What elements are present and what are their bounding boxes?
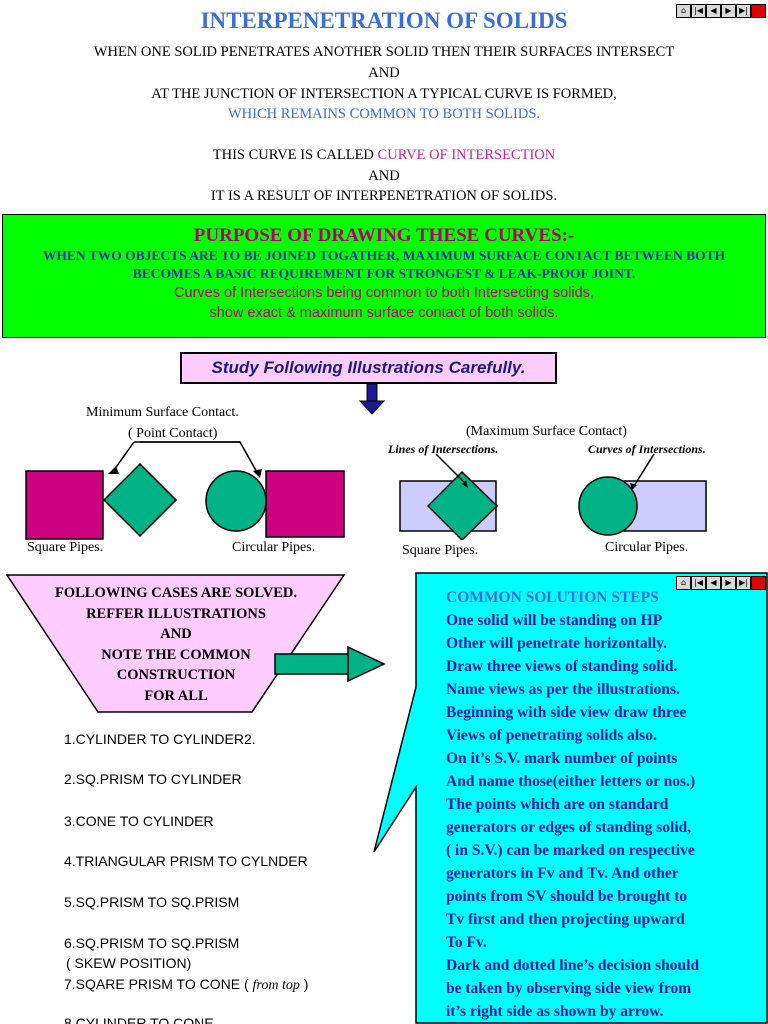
page-title: INTERPENETRATION OF SOLIDS (200, 8, 568, 33)
first-icon[interactable]: |◀ (691, 576, 706, 590)
max-contact-label: (Maximum Surface Contact) (466, 424, 627, 439)
solution-line: Views of penetrating solids also. (446, 727, 657, 744)
intro-line-3: AT THE JUNCTION OF INTERSECTION A TYPICA… (151, 86, 617, 102)
circular-pipes-label-1: Circular Pipes. (232, 540, 316, 555)
cases-box-shape (6, 574, 346, 713)
case-8: 8.CYLINDER TO CONE (64, 1015, 214, 1024)
solution-line: points from SV should be brought to (446, 888, 688, 905)
solution-heading: COMMON SOLUTION STEPS (446, 589, 659, 606)
curves-of-intersections-label: Curves of Intersections. (588, 442, 706, 456)
solution-line: be taken by observing side view from (446, 980, 692, 997)
intro-line-2: AND (368, 65, 400, 81)
case-4: 4.TRIANGULAR PRISM TO CYLNDER (64, 853, 308, 869)
intro-line-1: WHEN ONE SOLID PENETRATES ANOTHER SOLID … (93, 44, 675, 60)
solution-line: Beginning with side view draw three (446, 704, 687, 721)
cases-box-text: FOLLOWING CASES ARE SOLVED. REFFER ILLUS… (6, 583, 346, 706)
purpose-line-1: WHEN TWO OBJECTS ARE TO BE JOINED TOGATH… (42, 248, 726, 263)
circular-pipes-label-2: Circular Pipes. (605, 540, 689, 555)
cases-box-line-3: AND (160, 626, 192, 642)
illustrations-figure (25, 441, 707, 540)
last-icon[interactable]: ▶| (736, 576, 751, 590)
case-6-sub: ( SKEW POSITION) (66, 955, 192, 971)
solution-line: Draw three views of standing solid. (446, 658, 678, 675)
max-square-pipe-diamond (426, 470, 499, 540)
intro-line-7: IT IS A RESULT OF INTERPENETRATION OF SO… (210, 188, 558, 204)
intro-line-5: THIS CURVE IS CALLED CURVE OF INTERSECTI… (0, 145, 768, 166)
solution-line: it’s right side as shown by arrow. (446, 1003, 664, 1020)
purpose-line-2: BECOMES A BASIC REQUIREMENT FOR STRONGES… (132, 266, 636, 281)
stop-icon[interactable] (751, 4, 766, 18)
solution-line: generators or edges of standing solid, (446, 819, 692, 836)
solution-callout-shape (373, 572, 768, 1024)
stop-icon[interactable] (751, 576, 766, 590)
square-pipe-diamond (102, 462, 178, 538)
cases-box-line-1: FOLLOWING CASES ARE SOLVED. (54, 585, 297, 601)
purpose-title: PURPOSE OF DRAWING THESE CURVES:- (193, 225, 575, 246)
circular-pipe-circle (205, 470, 267, 532)
solution-line: On it’s S.V. mark number of points (446, 750, 678, 767)
solution-line: generators in Fv and Tv. And other (446, 865, 679, 882)
curve-of-intersection-text: CURVE OF INTERSECTION (377, 147, 556, 163)
case-7-italic: from top (252, 978, 300, 993)
right-arrow-icon (274, 645, 386, 683)
next-icon[interactable]: ▶ (721, 4, 736, 18)
solution-line: Dark and dotted line’s decision should (446, 957, 700, 974)
solution-line: Other will penetrate horizontally. (446, 635, 667, 652)
square-pipes-label-1: Square Pipes. (27, 540, 104, 555)
square-pipe-rect (25, 470, 104, 540)
circular-pipe-rect (265, 470, 345, 538)
down-arrow-icon (358, 384, 386, 415)
cases-box-line-4: NOTE THE COMMON (101, 646, 251, 663)
solution-steps: COMMON SOLUTION STEPS One solid will be … (446, 586, 766, 1023)
intro-line-5-prefix: THIS CURVE IS CALLED (212, 147, 378, 163)
max-circular-pipe-circle (578, 476, 638, 536)
case-7-prefix: 7.SQARE PRISM TO CONE ( (64, 976, 253, 992)
solution-line: ( in S.V.) can be marked on respective (446, 842, 695, 859)
cases-box-line-5: CONSTRUCTION (116, 667, 236, 683)
home-icon[interactable]: ⌂ (676, 576, 691, 590)
nav-bar-callout: ⌂ |◀ ◀ ▶ ▶| (676, 576, 766, 590)
solution-line: Name views as per the illustrations. (446, 681, 680, 698)
purpose-line-3: Curves of Intersections being common to … (174, 285, 594, 301)
intro-line-4: WHICH REMAINS COMMON TO BOTH SOLIDS. (227, 106, 541, 122)
solution-line: To Fv. (446, 934, 487, 951)
point-contact-label: ( Point Contact) (128, 426, 218, 441)
first-icon[interactable]: |◀ (691, 4, 706, 18)
solution-line: One solid will be standing on HP (446, 612, 663, 629)
nav-bar-top: ⌂ |◀ ◀ ▶ ▶| (676, 4, 766, 18)
square-pipes-label-2: Square Pipes. (402, 543, 479, 558)
case-5: 5.SQ.PRISM TO SQ.PRISM (64, 894, 240, 910)
case-1: 1.CYLINDER TO CYLINDER2. (64, 731, 256, 747)
purpose-line-4: show exact & maximum surface contact of … (209, 305, 559, 321)
next-icon[interactable]: ▶ (721, 576, 736, 590)
min-contact-label: Minimum Surface Contact. (86, 405, 239, 420)
cases-box-line-6: FOR ALL (144, 687, 208, 704)
prev-icon[interactable]: ◀ (706, 576, 721, 590)
case-3: 3.CONE TO CYLINDER (64, 813, 214, 829)
purpose-box: PURPOSE OF DRAWING THESE CURVES:- WHEN T… (2, 214, 766, 338)
intro-line-6: AND (368, 168, 400, 184)
case-6: 6.SQ.PRISM TO SQ.PRISM (64, 935, 240, 951)
lines-of-intersections-label: Lines of Intersections. (388, 442, 499, 456)
prev-icon[interactable]: ◀ (706, 4, 721, 18)
study-banner: Study Following Illustrations Carefully. (180, 352, 557, 384)
solution-line: And name those(either letters or nos.) (446, 773, 696, 790)
case-2: 2.SQ.PRISM TO CYLINDER (64, 771, 242, 787)
last-icon[interactable]: ▶| (736, 4, 751, 18)
solution-line: Tv first and then projecting upward (446, 911, 685, 928)
case-7: 7.SQARE PRISM TO CONE ( from top ) (64, 976, 308, 994)
cases-box-line-2: REFFER ILLUSTRATIONS (86, 605, 266, 622)
home-icon[interactable]: ⌂ (676, 4, 691, 18)
case-7-suffix: ) (299, 976, 309, 992)
solution-line: The points which are on standard (446, 796, 669, 813)
